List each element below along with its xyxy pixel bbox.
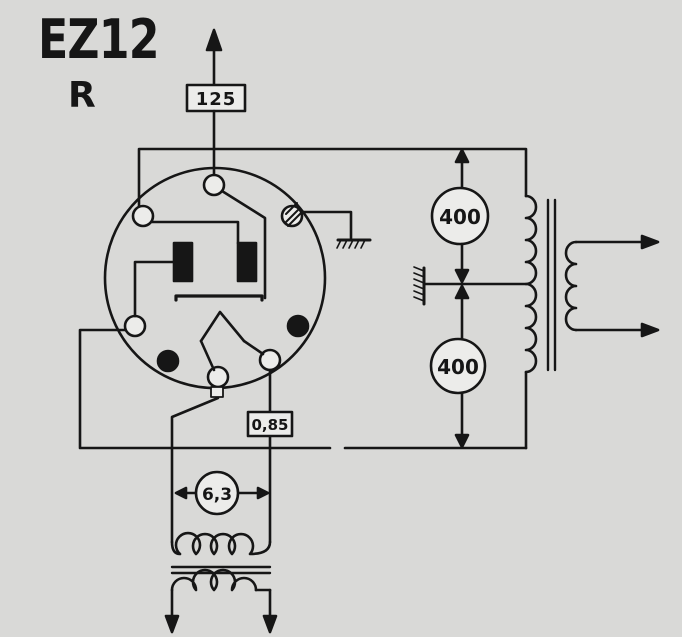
heater-supply-arrow-left-icon — [164, 614, 180, 634]
pin-right-blind — [286, 314, 310, 338]
anode-supply-box — [185, 83, 247, 113]
heater-current-label: 0,85 — [251, 416, 288, 434]
main-transformer — [524, 194, 646, 374]
tube-envelope — [103, 166, 327, 390]
pin-lower-left-blind — [156, 349, 180, 373]
anode-left — [172, 241, 194, 283]
heater-voltage-label: 6,3 — [202, 485, 232, 505]
output-arrow-icon — [205, 28, 223, 52]
mains-arrow-top-icon — [640, 234, 660, 250]
pin-top — [202, 173, 226, 197]
pin-left — [123, 314, 147, 338]
heater-transformer — [170, 531, 272, 622]
anode-right — [236, 241, 258, 283]
cathode — [174, 294, 264, 302]
pin-upper-left — [131, 204, 155, 228]
top-bus-wire — [137, 147, 528, 209]
heater-current-box — [246, 410, 294, 438]
tube-type-title: EZ12 — [38, 8, 160, 71]
lower-voltage-circle — [429, 337, 487, 395]
tube-type-suffix: R — [68, 75, 96, 116]
upper-voltage-label: 400 — [439, 205, 481, 229]
mains-arrow-bottom-icon — [640, 322, 660, 338]
lower-voltage-label: 400 — [437, 355, 479, 379]
pin-bottom — [206, 365, 230, 389]
upper-voltage-circle — [430, 186, 490, 246]
heater-filament — [199, 310, 246, 343]
anode-supply-label: 125 — [196, 89, 237, 110]
heater-supply-arrow-right-icon — [262, 614, 278, 634]
